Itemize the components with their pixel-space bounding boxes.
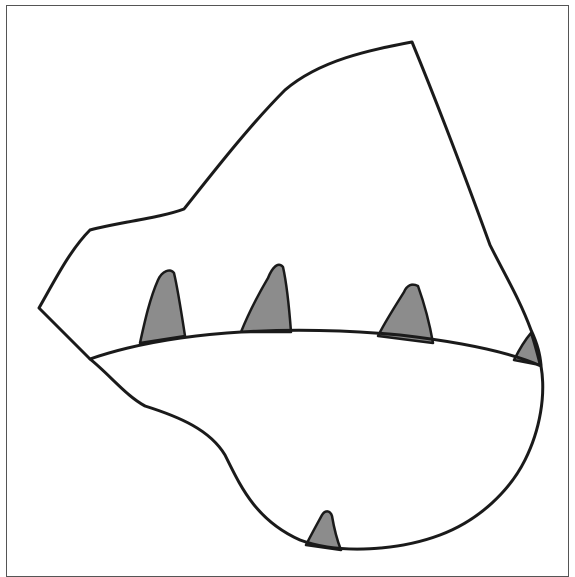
upper-tooth-1 bbox=[140, 271, 185, 343]
lower-jaw-outline bbox=[90, 359, 543, 549]
upper-tooth-2 bbox=[241, 265, 291, 332]
upper-teeth bbox=[140, 265, 540, 365]
